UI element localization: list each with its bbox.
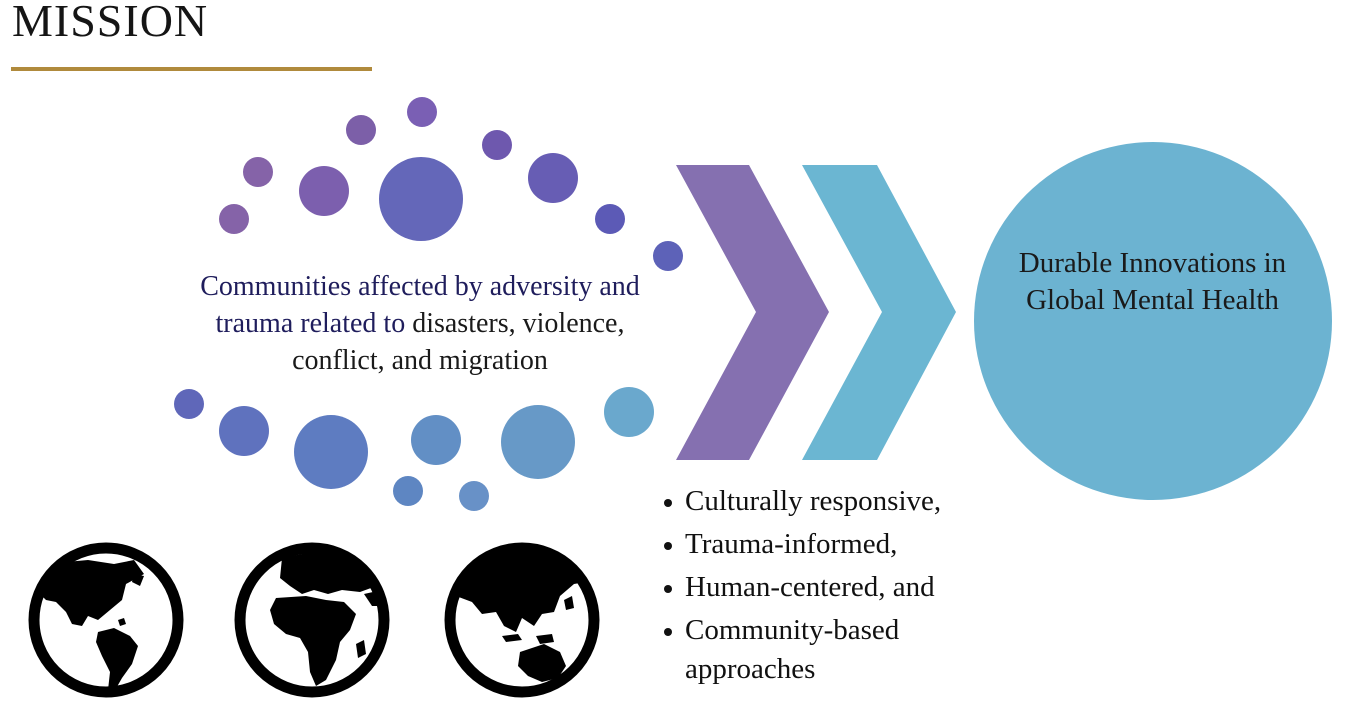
community-rest-text: disasters, violence, conflict, and migra… (292, 308, 625, 376)
decorative-dot (243, 157, 273, 187)
decorative-dot (482, 130, 512, 160)
title-underline (11, 67, 372, 71)
slide-title: MISSION (12, 0, 209, 46)
list-item: Human-centered, and (660, 566, 941, 609)
outcome-text: Durable Innovations in Global Mental Hea… (1018, 247, 1287, 316)
decorative-dot (653, 241, 683, 271)
approaches-list: Culturally responsive, Trauma-informed, … (660, 480, 941, 687)
list-item: Culturally responsive, (660, 480, 941, 523)
decorative-dot (219, 204, 249, 234)
community-highlight-text: Communities affected by adversity and tr… (200, 271, 640, 339)
decorative-dot (379, 157, 463, 241)
list-item: Trauma-informed, (660, 523, 941, 566)
community-description: Communities affected by adversity and tr… (170, 268, 670, 379)
outcome-circle (974, 142, 1332, 500)
decorative-dot (407, 97, 437, 127)
decorative-dot (501, 405, 575, 479)
decorative-dot (393, 476, 423, 506)
decorative-dot (294, 415, 368, 489)
decorative-dot (299, 166, 349, 216)
decorative-dot (346, 115, 376, 145)
globe-asia-australia-icon (444, 542, 600, 698)
decorative-dot (411, 415, 461, 465)
decorative-dot (604, 387, 654, 437)
decorative-dot (174, 389, 204, 419)
decorative-dot (528, 153, 578, 203)
decorative-dot (459, 481, 489, 511)
chevron-arrow-blue (802, 165, 956, 460)
decorative-dot (219, 406, 269, 456)
globe-africa-europe-icon (234, 542, 390, 698)
chevron-arrow-purple (676, 165, 829, 460)
decorative-dot (595, 204, 625, 234)
globe-americas-icon (28, 542, 184, 698)
